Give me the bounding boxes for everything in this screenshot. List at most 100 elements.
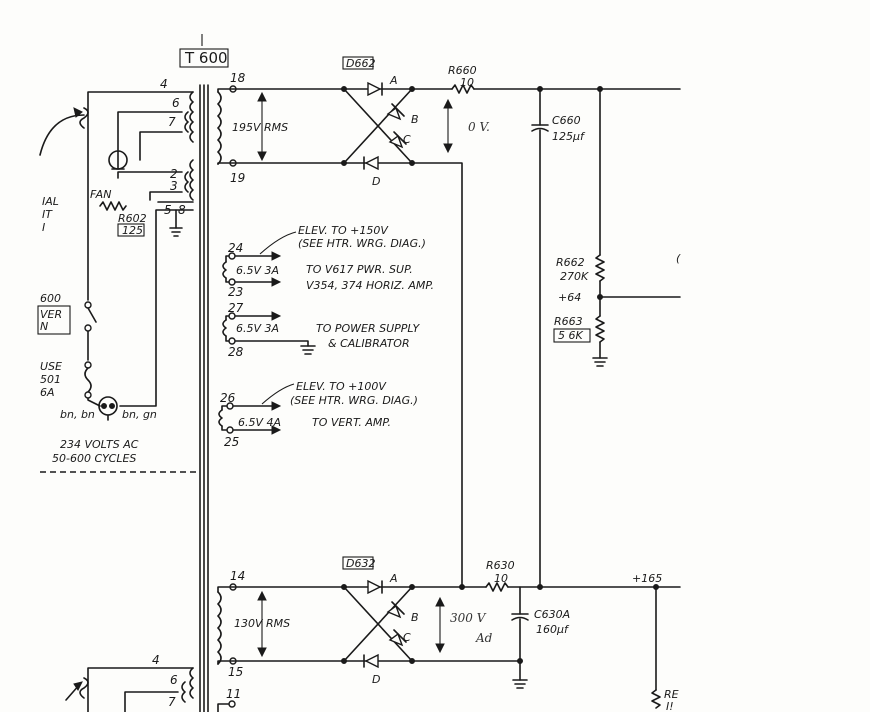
pin-4: 4 <box>160 77 168 91</box>
r630-value: 10 <box>494 572 508 585</box>
heater-1-dest-a: TO V617 PWR. SUP. <box>306 263 413 276</box>
thermal-cutout <box>39 107 89 156</box>
r630-label: R630 <box>486 559 515 572</box>
heater-3-see: (SEE HTR. WRG. DIAG.) <box>290 394 418 407</box>
rms-lower-label: 130V RMS <box>234 617 290 630</box>
rms-arrow-lower <box>257 590 267 658</box>
r602-value-box <box>117 223 145 237</box>
lower-voltage-note-2: Ad <box>475 631 493 645</box>
pin-7: 7 <box>168 115 176 129</box>
fuse <box>84 361 92 399</box>
c630a-value: 160µf <box>536 623 570 636</box>
r662-label: R662 <box>556 256 585 269</box>
heater-winding-3 <box>218 383 295 435</box>
c660-value: 125µf <box>552 130 586 143</box>
pin-4-lower: 4 <box>152 653 160 667</box>
rms-upper-label: 195V RMS <box>232 121 288 134</box>
secondary-winding-lower <box>217 591 222 665</box>
c630a-label: C630A <box>534 608 570 621</box>
ground-primary <box>169 227 183 237</box>
heater-winding-1 <box>222 231 297 287</box>
power-plug <box>98 396 118 421</box>
fan-label: FAN <box>90 188 111 201</box>
partial-resistor <box>651 689 661 709</box>
node-plus-165: +165 <box>632 572 662 585</box>
r660-resistor <box>451 84 475 94</box>
heater-winding-2 <box>222 311 316 355</box>
r663-value: 5 6K <box>558 329 583 342</box>
partial-label-7: USE <box>40 360 62 373</box>
d632-label: D632 <box>346 557 375 570</box>
bridge-rectifier-lower <box>341 579 415 669</box>
junction-540 <box>537 584 543 590</box>
secondary-winding-upper <box>217 91 222 165</box>
pin-8: 8 <box>178 203 186 217</box>
partial-label-2: IT <box>42 208 53 221</box>
primary-winding-lower <box>65 667 194 712</box>
switch-name-box <box>37 305 71 335</box>
partial-label-6: N <box>40 320 48 333</box>
pin-6-lower: 6 <box>170 673 178 687</box>
r602-label: R602 <box>118 212 147 225</box>
junction-462 <box>459 584 465 590</box>
r662-resistor <box>595 254 605 282</box>
pin-14: 14 <box>230 569 245 583</box>
upper-voltage-note: 0 V. <box>468 120 490 134</box>
pin-19: 19 <box>230 171 245 185</box>
transformer-core <box>199 34 209 712</box>
line-voltage: 234 VOLTS AC <box>60 438 139 451</box>
heater-2-dest-b: & CALIBRATOR <box>328 337 410 350</box>
pin-7-lower: 7 <box>168 695 176 709</box>
pin-15: 15 <box>228 665 243 679</box>
edge-mark: ( <box>676 252 681 265</box>
wire-14 <box>217 586 345 593</box>
ground-r663 <box>592 357 608 367</box>
heater-1-rating: 6.5V 3A <box>236 264 279 277</box>
diode-b-lower: B <box>411 611 419 624</box>
diode-a-upper: A <box>389 74 398 87</box>
node-plus-64: +64 <box>558 291 581 304</box>
diode-c-upper: C <box>403 133 411 146</box>
pin-2: 2 <box>170 167 178 181</box>
diode-a-lower: A <box>389 572 398 585</box>
r663-label: R663 <box>554 315 583 328</box>
c660-capacitor <box>531 88 549 588</box>
heater-3-dest: TO VERT. AMP. <box>312 416 391 429</box>
heater-2-dest-a: TO POWER SUPPLY <box>316 322 421 335</box>
pin-5: 5 <box>164 203 172 217</box>
wire-19 <box>217 162 345 165</box>
partial-label-4: 600 <box>40 292 61 305</box>
wire-18 <box>217 88 345 93</box>
r660-label: R660 <box>448 64 477 77</box>
r662-value: 270K <box>560 270 589 283</box>
d632-box <box>342 556 374 570</box>
heater-2-rating: 6.5V 3A <box>236 322 279 335</box>
transformer-label: T 600 <box>184 49 228 67</box>
scope-arrow-lower <box>435 596 445 654</box>
partial-label-3: I <box>42 221 45 234</box>
junction-520 <box>517 658 523 664</box>
r660-value: 10 <box>460 76 474 89</box>
line-frequency: 50-600 CYCLES <box>52 452 136 465</box>
lower-voltage-note: 300 V <box>450 611 487 625</box>
pin-25: 25 <box>224 435 239 449</box>
diode-d-lower: D <box>372 673 380 686</box>
pin-11: 11 <box>226 687 241 701</box>
transformer-label-box <box>179 48 229 68</box>
bridge-rectifier-upper <box>341 81 415 171</box>
wire-11 <box>217 703 230 712</box>
pin-28: 28 <box>228 345 244 359</box>
diode-d-upper: D <box>372 175 380 188</box>
diode-b-upper: B <box>411 113 419 126</box>
heater-1-see: (SEE HTR. WRG. DIAG.) <box>298 237 426 250</box>
r602-value: 125 <box>122 224 143 237</box>
plug-wire-left: bn, bn <box>60 408 95 421</box>
pin-23: 23 <box>228 285 243 299</box>
pin-18: 18 <box>230 71 246 85</box>
plug-wire-right: bn, gn <box>122 408 157 421</box>
pin-26: 26 <box>220 391 236 405</box>
primary-winding <box>184 91 194 201</box>
partial-label-8: 501 <box>40 373 61 386</box>
